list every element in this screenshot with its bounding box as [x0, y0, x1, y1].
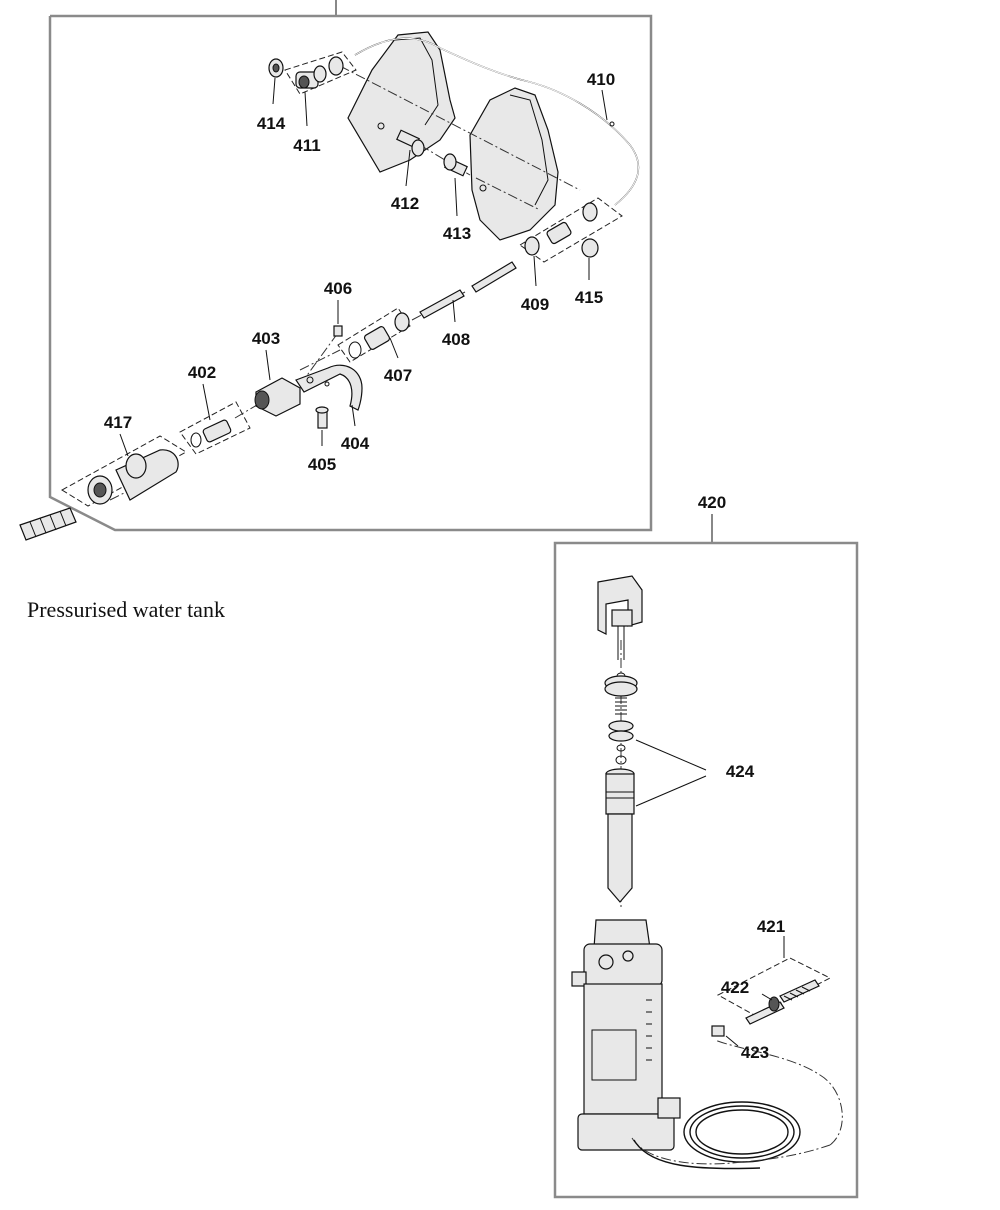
- assembly-box-402: [179, 401, 251, 455]
- section-title: Pressurised water tank: [27, 597, 225, 622]
- hose-end: [19, 507, 77, 541]
- lance-assembly-421: 421 422 423: [711, 917, 832, 1062]
- callout-409: 409: [521, 295, 549, 314]
- nut-414: [268, 58, 284, 78]
- cap-415: [581, 238, 599, 258]
- bolt-413: [443, 153, 468, 177]
- assembly-box-411: [284, 51, 357, 95]
- callout-420: 420: [698, 493, 726, 512]
- callout-413: 413: [443, 224, 471, 243]
- leader-403-407: [299, 349, 341, 371]
- hose-410: [354, 37, 640, 206]
- assembly-box-407: [337, 307, 411, 363]
- callout-406: 406: [324, 279, 352, 298]
- leader-411-409: [339, 65, 581, 191]
- pump-handle: [597, 575, 643, 660]
- quick-coupling-417: [87, 449, 179, 505]
- assembly-box-409: [519, 197, 623, 263]
- upper-leaders: [119, 77, 608, 457]
- bracket-404: [295, 364, 363, 411]
- callout-421: 421: [757, 917, 785, 936]
- callout-423: 423: [741, 1043, 769, 1062]
- screw-405: [315, 406, 329, 429]
- bolt-412: [396, 129, 425, 157]
- elbow-403: [254, 377, 301, 417]
- callout-404: 404: [341, 434, 370, 453]
- tube-408: [419, 261, 517, 319]
- callout-405: 405: [308, 455, 336, 474]
- callout-424: 424: [726, 762, 755, 781]
- callout-407: 407: [384, 366, 412, 385]
- hose-coil: [631, 1039, 843, 1170]
- coupling-407: [348, 312, 410, 359]
- fitting-409: [524, 202, 598, 256]
- callout-424-group: 424: [635, 739, 755, 807]
- leader-413: [475, 177, 541, 211]
- callout-415: 415: [575, 288, 603, 307]
- nut-406: [333, 325, 343, 337]
- callout-402: 402: [188, 363, 216, 382]
- callout-412: 412: [391, 194, 419, 213]
- callout-403: 403: [252, 329, 280, 348]
- nipple-402: [190, 419, 232, 448]
- leader-412: [419, 144, 471, 176]
- callout-422: 422: [721, 978, 749, 997]
- upper-assembly-frame: [48, 0, 653, 532]
- callout-414: 414: [257, 114, 286, 133]
- fitting-411: [295, 56, 344, 89]
- callout-411: 411: [293, 136, 320, 155]
- guard-plate-right: [469, 87, 559, 241]
- callout-410: 410: [587, 70, 615, 89]
- guard-plate-left: [347, 31, 456, 173]
- callout-417: 417: [104, 413, 132, 432]
- water-tank: [571, 919, 681, 1151]
- tank-assembly-frame: 420: [553, 493, 859, 1199]
- callout-408: 408: [442, 330, 470, 349]
- pump-stack: [604, 640, 638, 910]
- leader-404-406: [299, 329, 341, 386]
